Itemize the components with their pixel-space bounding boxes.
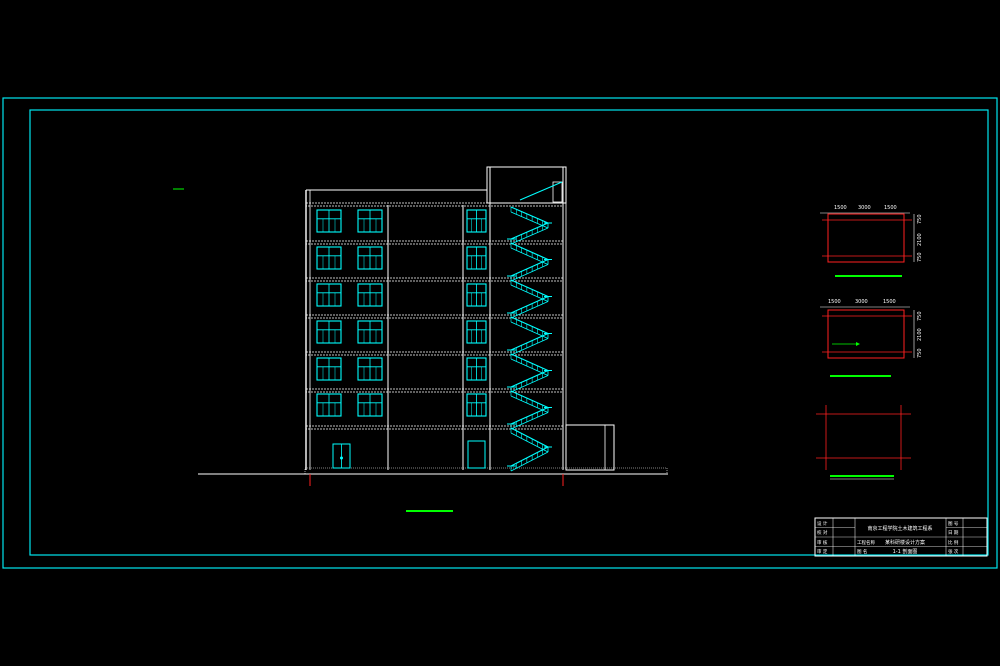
detail-1-dim-top-1: 1500 (834, 205, 847, 211)
annex (565, 424, 615, 471)
stair-flight-icon (510, 258, 549, 277)
detail-3 (816, 405, 911, 480)
roof-door (552, 181, 563, 203)
tb-right-label-3: 比 例 (948, 539, 959, 546)
inner-border (29, 109, 989, 556)
entrance-door-handle (340, 456, 343, 460)
tb-project: 某科研楼设计方案 (885, 539, 925, 546)
detail-1-dim-side-3: 750 (917, 252, 923, 262)
stair-flight-underside (510, 412, 549, 430)
stair-flight-icon (510, 222, 549, 240)
floor-slab (305, 388, 564, 393)
detail-1-dim-side-1: 750 (917, 214, 923, 224)
floor-slab (305, 240, 564, 245)
floor-slab (305, 351, 564, 356)
stair-flight-underside (510, 338, 549, 356)
stair-flight-underside (510, 375, 549, 393)
foundation-hatch (304, 467, 668, 475)
detail-1: 1500 3000 1500 750 2100 750 (820, 205, 923, 277)
detail-2-dim-top-3: 1500 (883, 299, 896, 305)
tb-drawing-label: 图 名 (857, 548, 867, 555)
stair-flight-icon (510, 390, 549, 409)
stair-flight-underside (510, 451, 549, 472)
tb-right-label-1: 图 号 (948, 521, 959, 527)
stair-flight-underside (510, 432, 549, 453)
floor-slab (305, 202, 564, 207)
detail-2-dim-side-1: 750 (917, 311, 923, 321)
tb-label-design: 设 计 (817, 520, 828, 527)
detail-2-frame (827, 309, 905, 359)
stair-flight-icon (510, 353, 549, 372)
outer-border (2, 97, 998, 569)
stair-flight-icon (510, 279, 549, 298)
tb-school: 南京工程学院土木建筑工程系 (867, 525, 932, 532)
tb-project-label: 工程名称 (857, 539, 875, 546)
detail-2: 1500 3000 1500 750 2100 750 (820, 299, 923, 377)
stair-flight-icon (510, 242, 549, 261)
detail-2-dim-side-2: 2100 (917, 328, 923, 341)
detail-1-dim-top-2: 3000 (858, 205, 871, 211)
stair-flight-icon (510, 332, 549, 351)
floor-slab (305, 425, 564, 430)
detail-1-dim-side-2: 2100 (917, 233, 923, 246)
detail-2-arrow-head (856, 342, 860, 346)
stair-flight-icon (510, 206, 549, 224)
tb-right-label-2: 日 期 (948, 530, 959, 536)
detail-2-dim-top-2: 3000 (855, 299, 868, 305)
stair-flight-icon (510, 295, 549, 314)
detail-2-dim-side-3: 750 (917, 348, 923, 358)
stair-flight-icon (510, 446, 549, 467)
detail-1-dim-top-3: 1500 (884, 205, 897, 211)
detail-2-dim-top-1: 1500 (828, 299, 841, 305)
stair-door (467, 440, 486, 469)
stair-flight-icon (510, 406, 549, 425)
tb-label-review: 审 核 (817, 539, 828, 546)
tb-label-approve: 审 定 (817, 548, 828, 555)
tb-drawing: 1-1 剖面图 (893, 548, 918, 555)
tb-right-label-4: 张 次 (948, 548, 959, 555)
floor-slab (305, 277, 564, 282)
stair-flight-icon (510, 427, 549, 448)
stair-flight-underside (510, 227, 549, 245)
roof-stair-railing (519, 181, 563, 201)
tb-label-check: 校 对 (817, 529, 828, 536)
title-block: 设 计 校 对 审 核 审 定 南京工程学院土木建筑工程系 工程名称 某科研楼设… (814, 517, 988, 557)
section-drawing (198, 166, 668, 486)
floor-slab (305, 314, 564, 319)
detail-1-frame (827, 213, 905, 263)
stair-flight-underside (510, 264, 549, 282)
stair-flight-underside (510, 301, 549, 319)
stair-flight-icon (510, 369, 549, 388)
stair-flight-icon (510, 316, 549, 335)
